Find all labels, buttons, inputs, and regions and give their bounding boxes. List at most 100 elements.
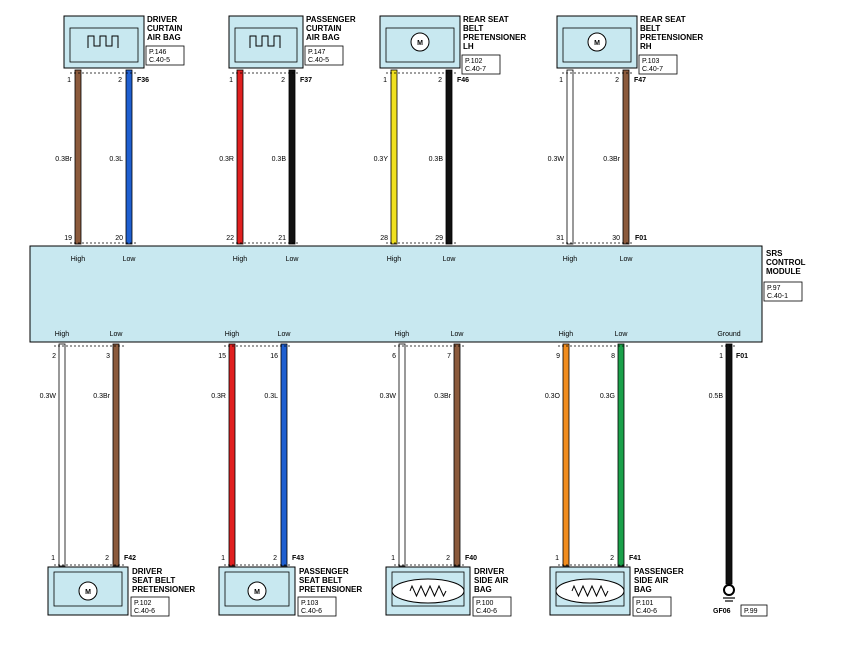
component-ref: C.40-6	[636, 608, 657, 615]
module-pin: 16	[270, 353, 278, 360]
motor-icon	[587, 32, 607, 52]
top-component-1	[228, 15, 304, 69]
wire-spec: 0.3L	[264, 393, 278, 400]
connector-id: F42	[124, 555, 136, 562]
component-ref: C.40-6	[134, 608, 155, 615]
resistor-icon	[409, 584, 447, 598]
bottom-component-symbol	[555, 578, 625, 604]
wire-B	[725, 343, 733, 585]
wire-spec: 0.3W	[380, 393, 397, 400]
component-ref: C.40-7	[642, 66, 663, 73]
component-name: PRETENSIONER	[132, 585, 195, 594]
wire-spec: 0.3Br	[434, 393, 451, 400]
pin-number: 2	[281, 77, 285, 84]
module-label: SRS	[766, 249, 783, 258]
motor-letter: M	[85, 589, 91, 596]
component-name: BAG	[474, 585, 492, 594]
top-component-frame	[69, 27, 139, 63]
component-name: SEAT BELT	[132, 576, 175, 585]
module-ref: P.97	[767, 285, 781, 292]
module-pin: 19	[64, 235, 72, 242]
module-pin: 21	[278, 235, 286, 242]
wire-spec: 0.3W	[548, 156, 565, 163]
component-name: PASSENGER	[634, 567, 684, 576]
component-name: AIR BAG	[306, 33, 340, 42]
wire-spec: 0.3Br	[93, 393, 110, 400]
module-pin: 7	[447, 353, 451, 360]
wire-G	[617, 343, 625, 567]
component-name: REAR SEAT	[463, 15, 509, 24]
component-ref: C.40-5	[308, 57, 329, 64]
wires-layer	[58, 69, 733, 585]
ground-name: GF06	[713, 608, 731, 615]
pin-number: 1	[391, 555, 395, 562]
component-name: AIR BAG	[147, 33, 181, 42]
bottom-component-symbol: M	[78, 581, 98, 601]
bottom-component-symbol	[391, 578, 465, 604]
component-name: REAR SEAT	[640, 15, 686, 24]
component-ref: P.102	[134, 600, 151, 607]
component-name: RH	[640, 42, 652, 51]
module-pin: 6	[392, 353, 396, 360]
module-pin: 22	[226, 235, 234, 242]
component-name: CURTAIN	[147, 24, 183, 33]
component-ref-box	[638, 54, 678, 75]
wire-Br	[74, 69, 82, 245]
wire-R	[236, 69, 244, 245]
pin-number: 2	[118, 77, 122, 84]
wire-spec: 0.3W	[40, 393, 57, 400]
component-ref-box	[461, 54, 501, 75]
wire-L	[125, 69, 133, 245]
component-name: DRIVER	[147, 15, 177, 24]
pin-number: 1	[383, 77, 387, 84]
ground-icon	[723, 584, 735, 596]
connector-id: F41	[629, 555, 641, 562]
wire-W	[566, 69, 574, 245]
component-ref-box	[130, 596, 170, 617]
wire-spec: 0.3R	[211, 393, 226, 400]
top-component-symbol	[249, 35, 281, 48]
top-component-0	[63, 15, 145, 69]
module-pin: 15	[218, 353, 226, 360]
module-pin: 30	[612, 235, 620, 242]
component-ref: P.100	[476, 600, 493, 607]
module-pin-label: High	[233, 256, 248, 263]
top-component-symbol: M	[587, 32, 607, 52]
wire-Br	[622, 69, 630, 245]
module-pin-label: High	[71, 256, 86, 263]
wire-B	[288, 69, 296, 245]
component-name: DRIVER	[474, 567, 504, 576]
component-ref: P.146	[149, 49, 166, 56]
top-component-frame	[385, 27, 455, 63]
wire-Y	[390, 69, 398, 245]
component-ref: P.103	[642, 58, 659, 65]
wire-spec: 0.3L	[109, 156, 123, 163]
pin-number: 1	[555, 555, 559, 562]
component-name: LH	[463, 42, 474, 51]
component-ref: P.147	[308, 49, 325, 56]
pin-number: 2	[615, 77, 619, 84]
wire-spec: 0.3B	[272, 156, 287, 163]
component-ref-box	[145, 45, 185, 66]
module-pin: 9	[556, 353, 560, 360]
connector-id: F47	[634, 77, 646, 84]
connector-id: F40	[465, 555, 477, 562]
component-name: CURTAIN	[306, 24, 342, 33]
component-ref-box	[632, 596, 672, 617]
wire-Br	[453, 343, 461, 567]
module-pin-label: Low	[615, 331, 629, 338]
module-ref-box	[763, 281, 803, 302]
pin-number: 1	[559, 77, 563, 84]
module-pin-label: High	[55, 331, 70, 338]
module-label: MODULE	[766, 267, 801, 276]
top-component-frame	[234, 27, 298, 63]
module-pin-label: Low	[123, 256, 137, 263]
component-name: PRETENSIONER	[640, 33, 703, 42]
module-pin-label: High	[559, 331, 574, 338]
module-pin: 8	[611, 353, 615, 360]
component-name: PASSENGER	[299, 567, 349, 576]
wire-B	[445, 69, 453, 245]
component-ref: P.103	[301, 600, 318, 607]
component-ref: C.40-6	[301, 608, 322, 615]
